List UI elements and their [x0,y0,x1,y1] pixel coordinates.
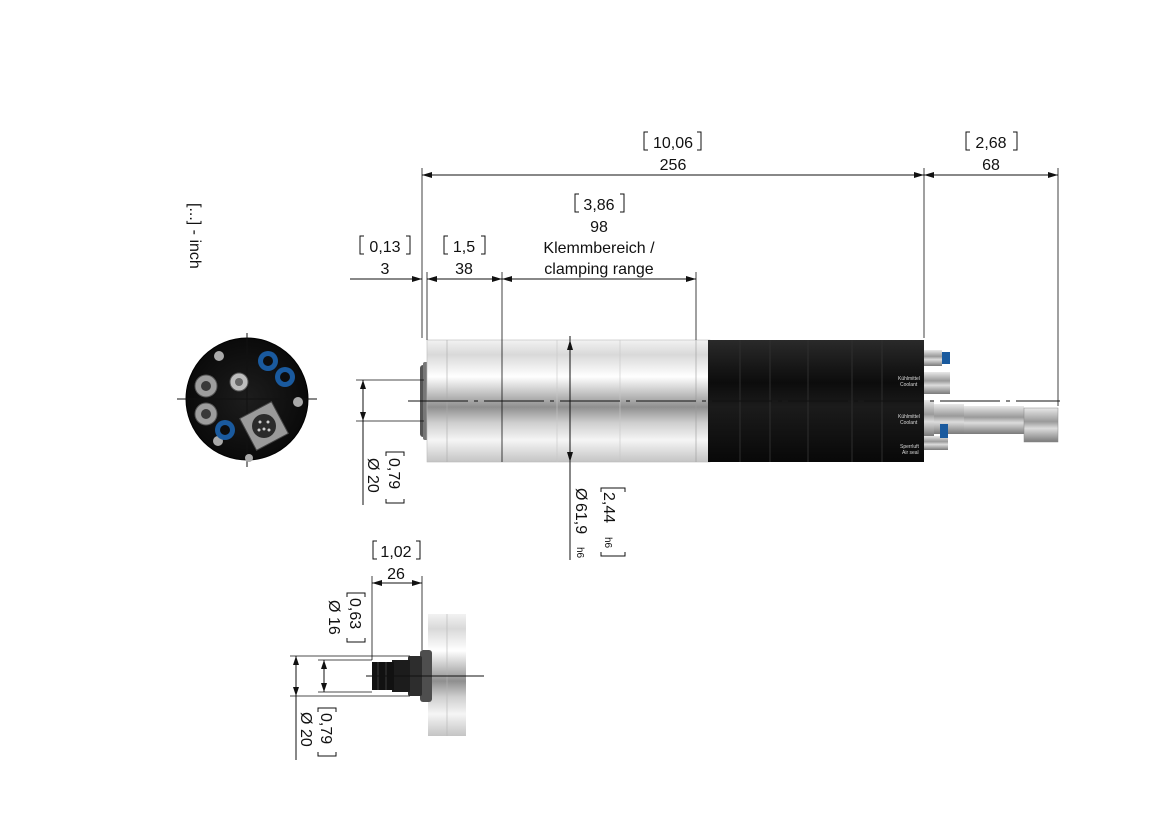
rear-fittings-icon [924,350,1059,450]
end-view [177,333,317,467]
clamping-range-label-en: clamping range [544,261,654,278]
dim-collet-offset: 0,13 3 [350,235,422,282]
air-label-en: Air seal [902,450,919,456]
shaft-diameter-mm: 20 [364,475,381,493]
clamping-range-inch: 3,86 [583,197,614,214]
detail-shaft-diameter-mm: 20 [297,729,314,747]
body-diameter-tol-mm: h6 [574,547,585,559]
electrical-connector-icon [238,400,290,452]
body-diameter-inch: 2,44 [600,492,617,523]
dim-total-length: 10,06 256 [421,131,925,338]
coolant-label-2: Kühlmittel [898,414,920,420]
coolant-label-1-en: Coolant [900,382,918,388]
spindle-side-view: Kühlmittel Coolant Kühlmittel Coolant Sp… [408,336,1060,560]
dim-detail-length: 1,02 26 [371,540,423,660]
body-diameter-symbol: Ø [572,488,589,500]
detail-length-inch: 1,02 [380,544,411,561]
collet-offset-mm: 3 [381,261,390,278]
dim-nose-length: 1,5 38 [426,235,502,340]
coolant-label-1: Kühlmittel [898,376,920,382]
total-length-mm: 256 [660,157,687,174]
fitting-icon [194,351,303,462]
detail-collet-diameter-inch: 0,63 [346,598,363,629]
dim-rear-length: 2,68 68 [924,131,1059,406]
coolant-port-icon [215,351,295,440]
clamping-range-mm: 98 [590,219,608,236]
dim-body-diameter: 2,44 h6 Ø 61,9 h6 [567,340,626,559]
dim-shaft-diameter: 0,79 Ø 20 [356,379,424,505]
shaft-diameter-inch: 0,79 [385,458,402,489]
coolant-label-2-en: Coolant [900,420,918,426]
body-diameter-tol-inch: h6 [602,537,613,549]
shaft-diameter-symbol: Ø [364,458,381,470]
rear-length-mm: 68 [982,157,1000,174]
nose-length-mm: 38 [455,261,473,278]
dim-detail-collet-diameter: 0,63 Ø 16 [318,592,372,693]
detail-shaft-diameter-symbol: Ø [297,712,314,724]
collet-offset-inch: 0,13 [369,239,400,256]
rear-length-inch: 2,68 [975,135,1006,152]
clamping-range-label-de: Klemmbereich / [543,240,655,257]
detail-collet-diameter-symbol: Ø [325,600,342,612]
nose-length-inch: 1,5 [453,239,475,256]
body-diameter-mm: 61,9 [572,503,589,534]
detail-view [366,614,484,736]
dim-detail-shaft-diameter: 0,79 Ø 20 [290,655,410,760]
dim-clamping-range: 3,86 98 Klemmbereich / clamping range [501,193,697,462]
detail-shaft-diameter-inch: 0,79 [317,713,334,744]
total-length-inch: 10,06 [653,135,693,152]
units-note: [...] - inch [186,203,203,269]
detail-length-mm: 26 [387,566,405,583]
detail-collet-diameter-mm: 16 [325,617,342,635]
air-label: Sperrluft [900,444,920,450]
